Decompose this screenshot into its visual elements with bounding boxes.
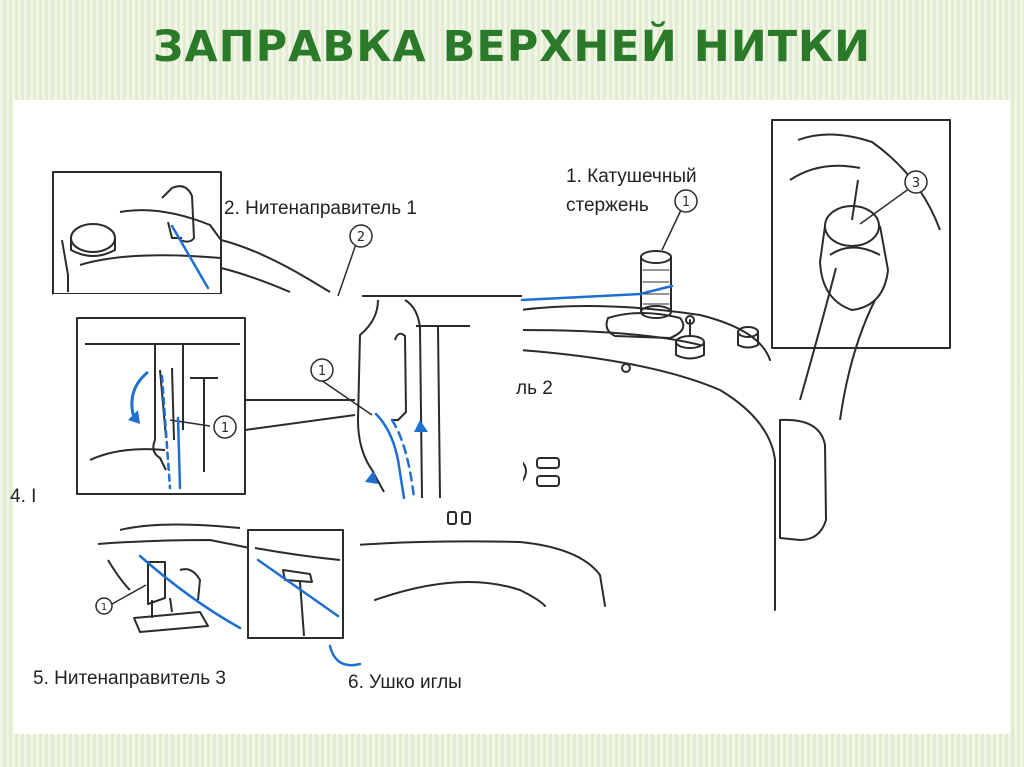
callout-number: 1 — [682, 195, 690, 210]
tension-dial — [779, 418, 827, 541]
slide-title: ЗАПРАВКА ВЕРХНЕЙ НИТКИ — [152, 22, 872, 72]
callout-marker — [213, 415, 237, 439]
callout-number: 1 — [221, 421, 229, 436]
callout-marker — [904, 170, 928, 194]
label-needle-eye: 6. Ушко иглы — [348, 672, 462, 693]
callout-marker — [674, 189, 698, 213]
callout-number: 1 — [101, 602, 107, 613]
label-spool-pin-line1: 1. Катушечный — [566, 166, 697, 187]
callout-number: 1 — [318, 364, 326, 379]
machine-button-icon — [461, 511, 471, 525]
thread-direction-arrow-icon — [414, 420, 428, 432]
thread-direction-arrow-icon — [365, 470, 378, 484]
machine-button-icon — [447, 511, 457, 525]
callout-marker — [310, 358, 334, 382]
label-guide3: 5. Нитенаправитель 3 — [33, 668, 226, 689]
machine-button-icon — [536, 475, 560, 487]
callout-number: 3 — [912, 176, 920, 191]
guide2-inset — [53, 294, 523, 499]
machine-button-icon — [536, 457, 560, 469]
guide3-inset — [80, 512, 360, 642]
bobbin-winder-icon — [675, 315, 705, 360]
thread-guide-post-icon — [621, 326, 759, 373]
callout-marker — [95, 597, 113, 615]
label-step4-partial: 4. І — [10, 486, 37, 507]
label-spool-pin-line2: стержень — [566, 195, 649, 216]
guide1-inset — [52, 171, 331, 295]
spool-icon — [640, 250, 672, 319]
thread-path — [138, 224, 674, 667]
guide-callout3-inset — [771, 119, 951, 421]
callout-marker — [349, 224, 373, 248]
callout-number: 2 — [357, 230, 365, 245]
label-guide1: 2. Нитенаправитель 1 — [224, 198, 417, 219]
label-guide2-partial: ль 2 — [516, 378, 553, 399]
